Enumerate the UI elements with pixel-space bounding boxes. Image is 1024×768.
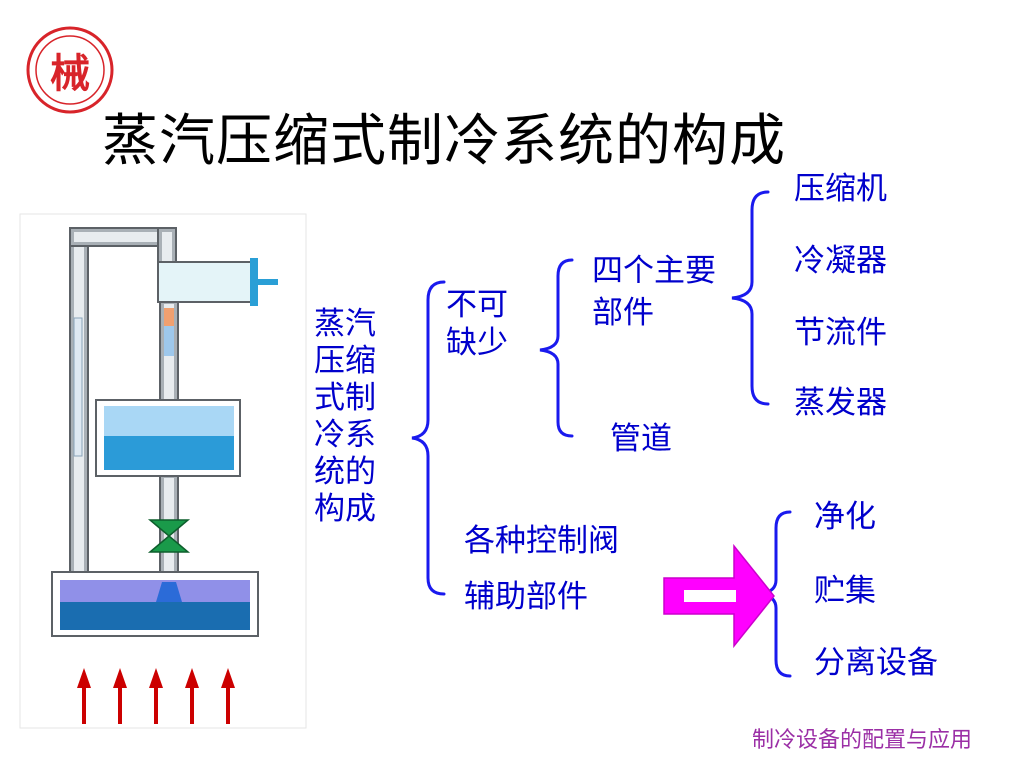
condenser-tank bbox=[95, 399, 241, 477]
brace-essential bbox=[539, 258, 574, 438]
evaporator-tank bbox=[51, 571, 259, 637]
aux-separation: 分离设备 bbox=[814, 645, 938, 681]
label-essential: 不可缺少 bbox=[446, 287, 508, 361]
svg-text:械: 械 bbox=[50, 50, 90, 97]
footer-course-title: 制冷设备的配置与应用 bbox=[751, 728, 972, 753]
compressor-cylinder bbox=[157, 258, 278, 306]
component-evaporator: 蒸发器 bbox=[794, 385, 887, 421]
component-compressor: 压缩机 bbox=[794, 171, 887, 207]
slide-title: 蒸汽压缩式制冷系统的构成 bbox=[102, 109, 786, 174]
label-control-valves: 各种控制阀 bbox=[464, 523, 619, 559]
component-condenser: 冷凝器 bbox=[794, 243, 887, 279]
aux-storage: 贮集 bbox=[814, 573, 876, 609]
refrigeration-cycle-illustration bbox=[19, 213, 307, 729]
brace-main bbox=[411, 280, 446, 596]
system-label: 蒸汽压缩式制冷系统的构成 bbox=[314, 306, 376, 527]
component-throttle: 节流件 bbox=[794, 315, 887, 351]
logo-seal: 械 bbox=[26, 26, 114, 114]
brace-main-parts bbox=[731, 190, 770, 406]
label-main-parts: 四个主要部件 bbox=[592, 253, 716, 331]
heat-input-arrows bbox=[77, 668, 235, 724]
label-pipes: 管道 bbox=[610, 421, 672, 457]
label-aux-parts: 辅助部件 bbox=[464, 579, 588, 615]
aux-purify: 净化 bbox=[814, 499, 876, 535]
expansion-valve bbox=[147, 519, 191, 553]
double-arrow-right bbox=[663, 543, 775, 649]
